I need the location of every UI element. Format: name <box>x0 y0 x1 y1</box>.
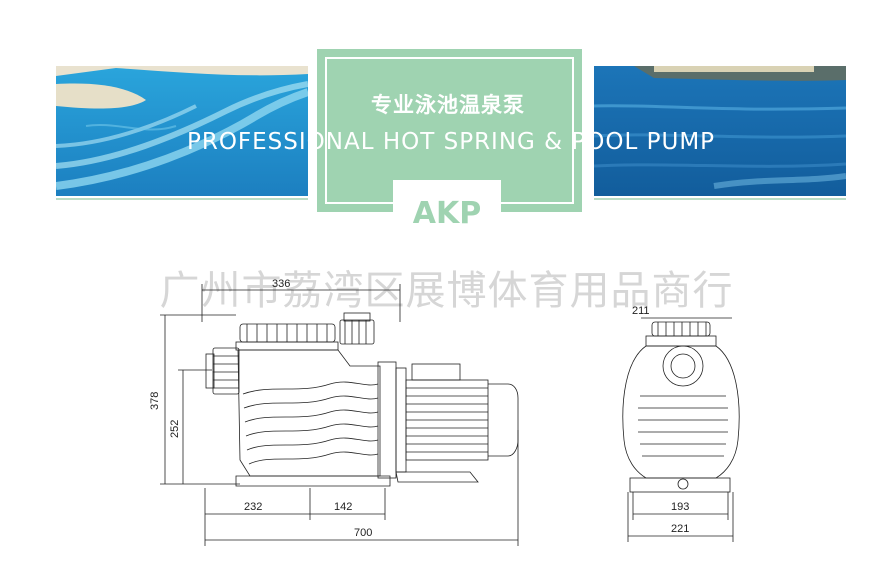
dim-top-width: 336 <box>272 278 290 290</box>
photo-underline-left <box>56 198 308 200</box>
pool-photo-left <box>56 66 308 196</box>
title-chinese: 专业泳池温泉泵 <box>371 93 525 117</box>
dim-front-base-outer: 221 <box>671 523 689 535</box>
dim-front-top: 211 <box>632 305 650 317</box>
title-english: PROFESSIONAL HOT SPRING & POOL PUMP <box>186 129 716 155</box>
dim-inlet-height: 252 <box>169 420 181 438</box>
dim-total-height: 378 <box>149 392 161 410</box>
dim-total-length: 700 <box>354 527 372 539</box>
dim-base-spacing: 142 <box>334 501 352 513</box>
photo-underline-right <box>594 198 846 200</box>
dim-front-base-inner: 193 <box>671 501 689 513</box>
brand-label: AKP <box>412 196 482 231</box>
dim-base-left: 232 <box>244 501 262 513</box>
pool-photo-right <box>594 66 846 196</box>
brand-tab <box>393 180 501 232</box>
shop-watermark: 广州市荔湾区展博体育用品商行 <box>159 268 734 314</box>
